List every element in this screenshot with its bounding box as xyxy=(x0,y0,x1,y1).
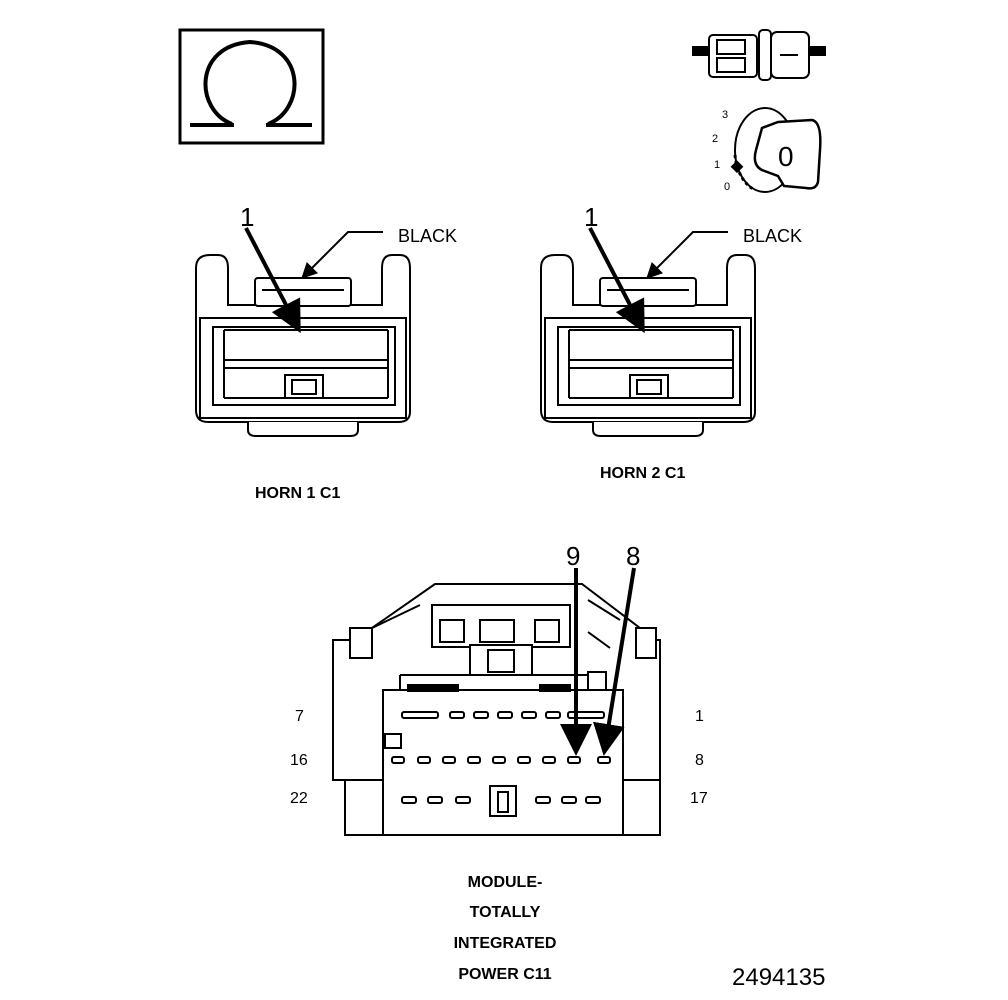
module-title-line-4: POWER C11 xyxy=(458,966,551,983)
horn1-color-label: BLACK xyxy=(398,226,457,246)
row-label-left-22: 22 xyxy=(290,790,308,807)
row-label-right-17: 17 xyxy=(690,790,708,807)
horn1-title: HORN 1 C1 xyxy=(255,485,340,502)
module-connector xyxy=(332,583,661,836)
module-pin-callout-8: 8 xyxy=(626,541,640,571)
horn2-color-label: BLACK xyxy=(743,226,802,246)
horn1-connector xyxy=(195,254,411,437)
horn1-pin-arrow xyxy=(244,227,301,334)
module-title-line-1: MODULE- xyxy=(468,874,543,891)
key-position-1: 1 xyxy=(714,159,720,171)
row-label-left-16: 16 xyxy=(290,752,308,769)
figure-id: 2494135 xyxy=(732,964,825,991)
module-pin8-arrow xyxy=(593,567,636,756)
key-position-3: 3 xyxy=(722,109,728,121)
horn2-pin-arrow xyxy=(588,227,645,334)
row-label-right-1: 1 xyxy=(695,708,704,725)
horn2-pin-label: 1 xyxy=(584,202,598,232)
test-lead-icon xyxy=(692,29,826,81)
row-label-right-8: 8 xyxy=(695,752,704,769)
horn2-connector xyxy=(540,254,756,437)
key-position-0: 0 xyxy=(724,181,730,193)
horn1-color-leader xyxy=(301,231,383,279)
horn2-title: HORN 2 C1 xyxy=(600,465,685,482)
row-label-left-7: 7 xyxy=(295,708,304,725)
horn2-color-leader xyxy=(646,231,728,279)
key-label: 0 xyxy=(778,141,794,172)
key-position-2: 2 xyxy=(712,133,718,145)
module-title-line-2: TOTALLY xyxy=(470,904,541,921)
ignition-key-icon: 3 2 1 0 0 xyxy=(712,107,822,193)
module-title-line-3: INTEGRATED xyxy=(454,935,557,952)
module-pin-callout-9: 9 xyxy=(566,541,580,571)
ohmmeter-symbol xyxy=(178,28,325,145)
horn1-pin-label: 1 xyxy=(240,202,254,232)
